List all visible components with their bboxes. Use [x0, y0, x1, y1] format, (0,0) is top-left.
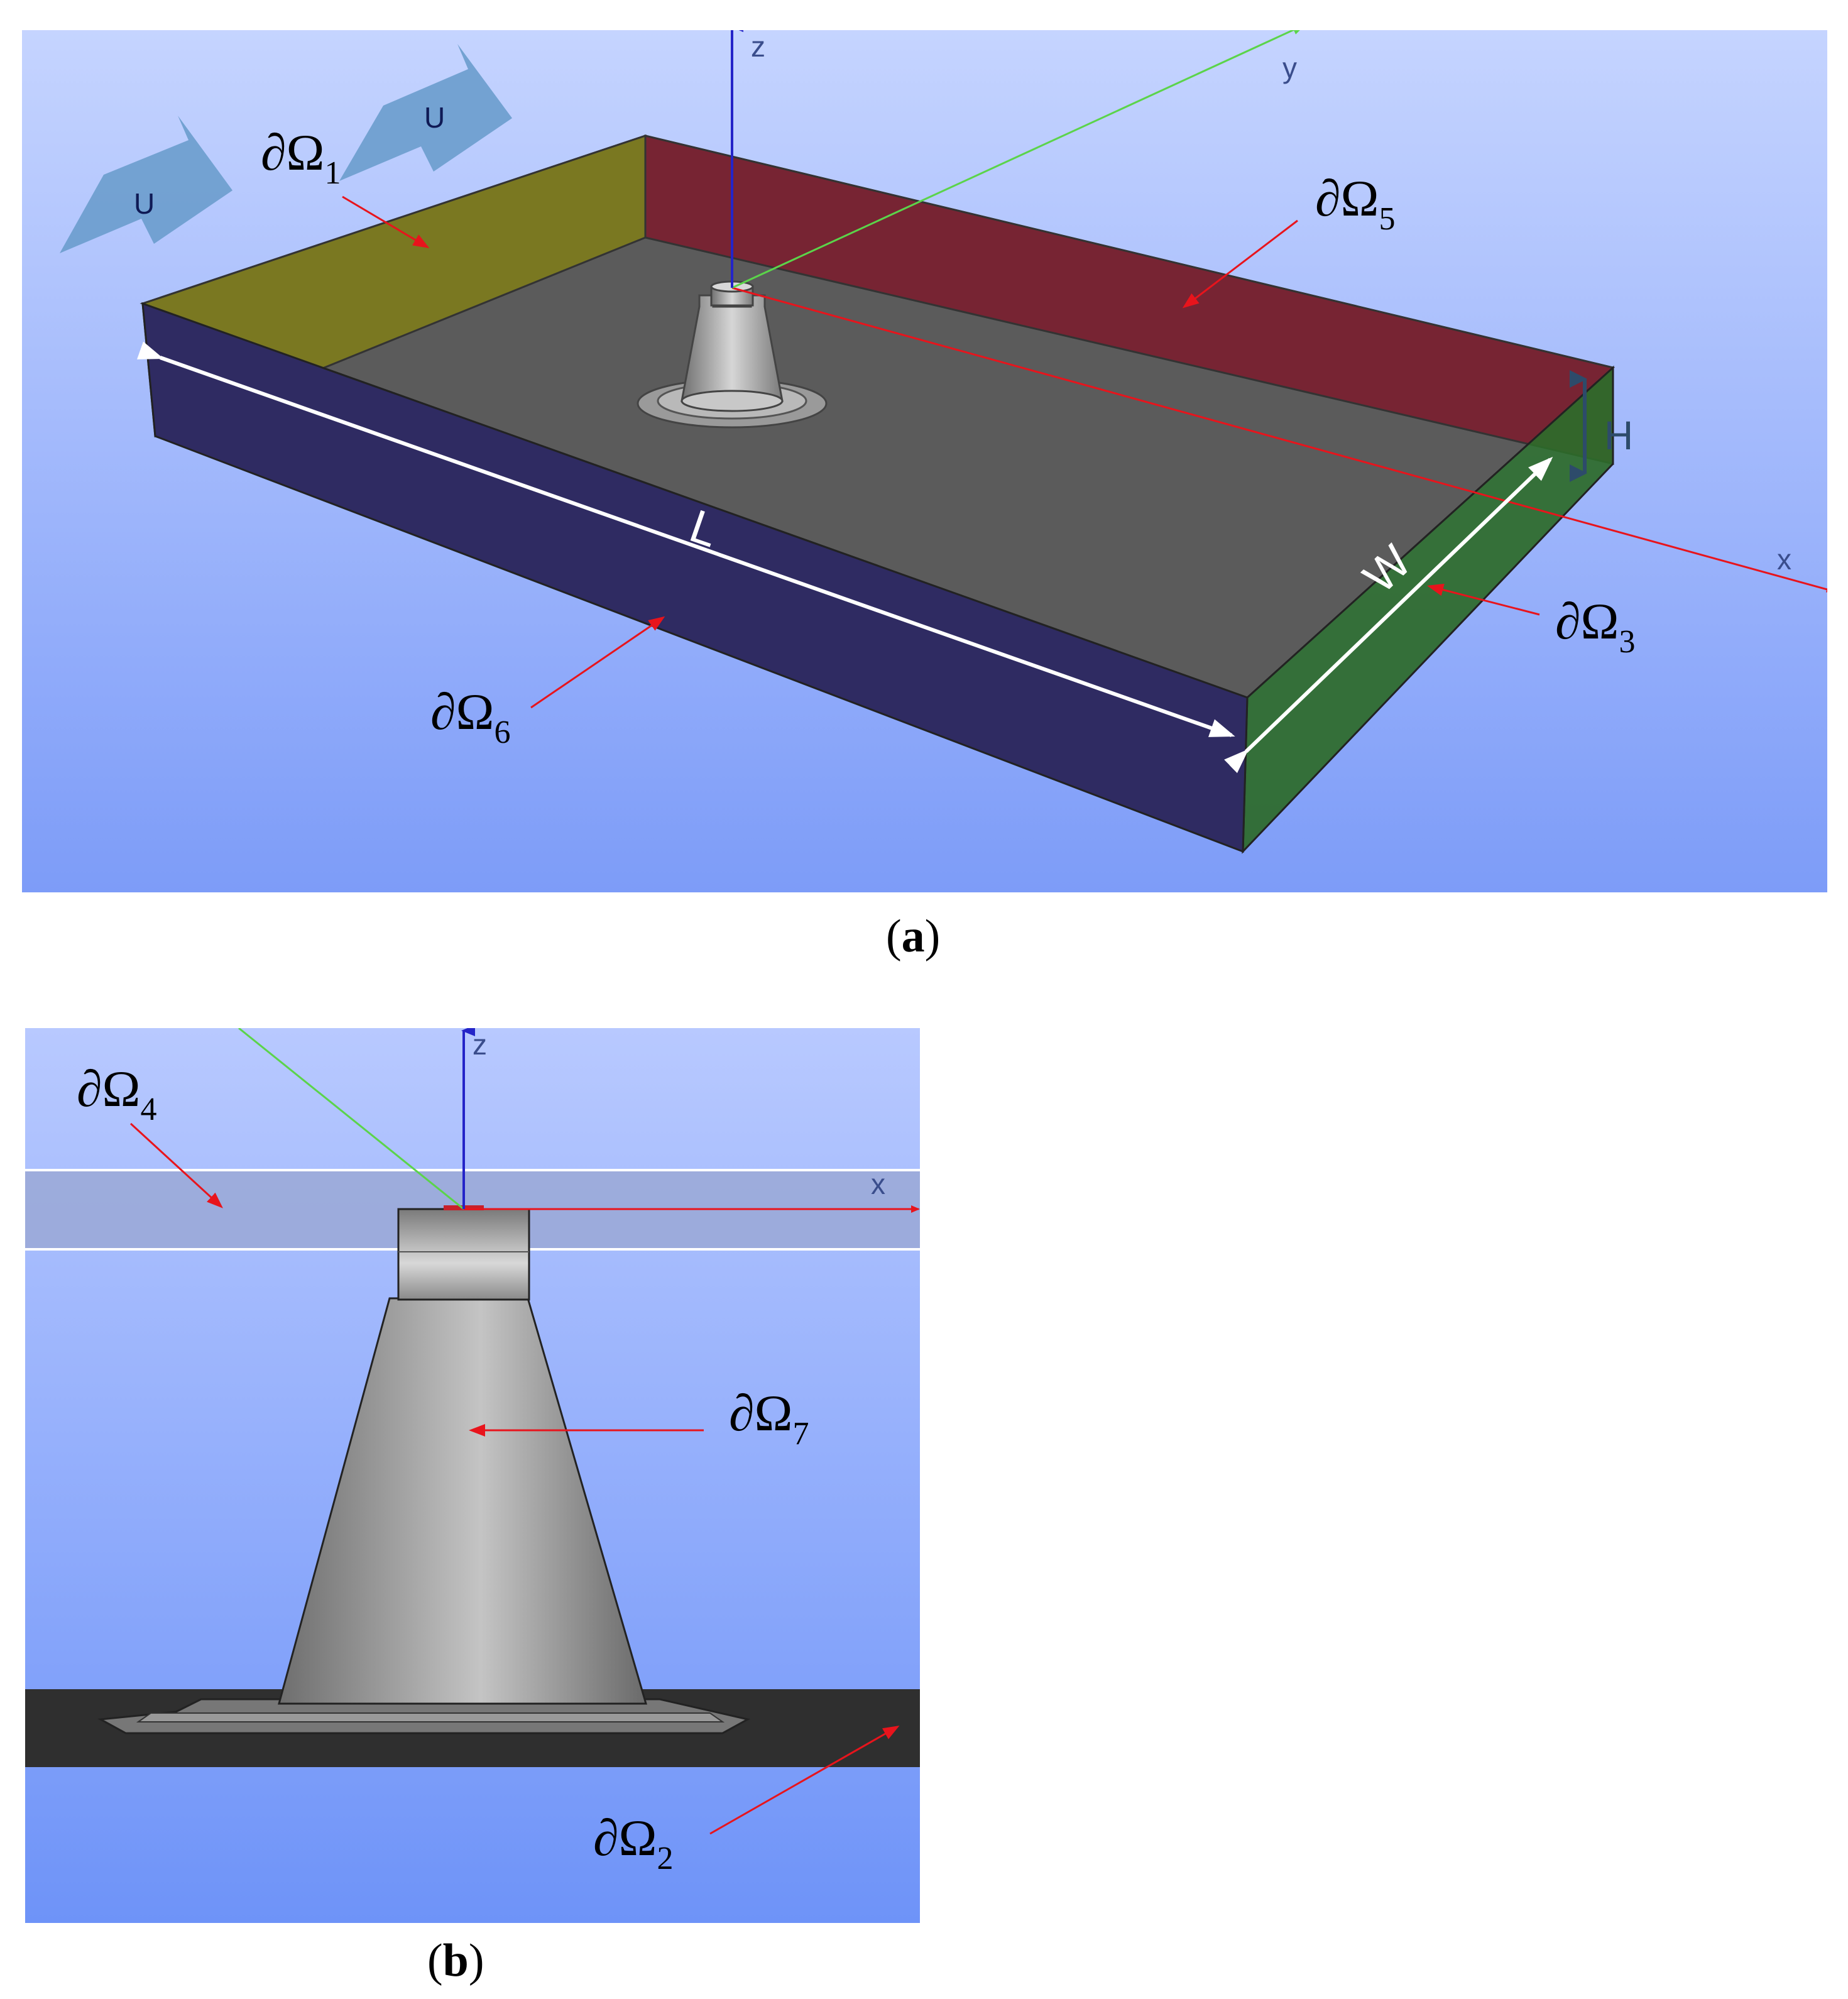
- y-axis: [238, 1028, 464, 1210]
- x-axis: [731, 287, 1827, 593]
- pointer-b6: [530, 616, 665, 709]
- pointer-b5: [1182, 219, 1298, 309]
- pointer-b4: [129, 1122, 223, 1208]
- z-axis-label: z: [473, 1028, 487, 1061]
- height-label: H: [1604, 413, 1633, 458]
- flow-label: U: [134, 187, 155, 220]
- pointer-b1: [342, 195, 430, 249]
- flow-label: U: [424, 101, 445, 134]
- length-dimension-arrow: [136, 341, 1235, 737]
- panel-a-domain-view: z y x U U L W H ∂Ω1 ∂Ω5 ∂Ω3 ∂Ω6: [22, 30, 1827, 892]
- boundary-label-b3: ∂Ω3: [1555, 593, 1635, 660]
- z-axis-label: z: [751, 30, 765, 63]
- boundary-label-b1: ∂Ω1: [261, 124, 341, 191]
- flow-arrow-2: U: [339, 44, 512, 181]
- cone-model: [97, 1205, 751, 1734]
- boundary-label-b2: ∂Ω2: [593, 1809, 673, 1876]
- width-dimension-arrow: [1224, 456, 1553, 774]
- caption-b: (b): [427, 1935, 484, 1986]
- flow-arrow-1: U: [60, 116, 232, 253]
- caption-a: (a): [886, 911, 941, 962]
- boundary-label-b4: ∂Ω4: [77, 1060, 156, 1127]
- boundary-label-b7: ∂Ω7: [729, 1384, 809, 1452]
- panel-b-cone-closeup: z x ∂Ω4 ∂Ω7 ∂Ω2: [25, 1028, 920, 1923]
- boundary-label-b6: ∂Ω6: [430, 683, 510, 750]
- x-axis-label: x: [871, 1168, 885, 1200]
- pointer-b3: [1427, 583, 1540, 616]
- pointer-b2: [709, 1726, 900, 1835]
- x-axis-label: x: [1777, 543, 1791, 576]
- y-axis: [731, 30, 1306, 289]
- boundary-label-b5: ∂Ω5: [1315, 170, 1395, 237]
- y-axis-label: y: [1282, 52, 1297, 84]
